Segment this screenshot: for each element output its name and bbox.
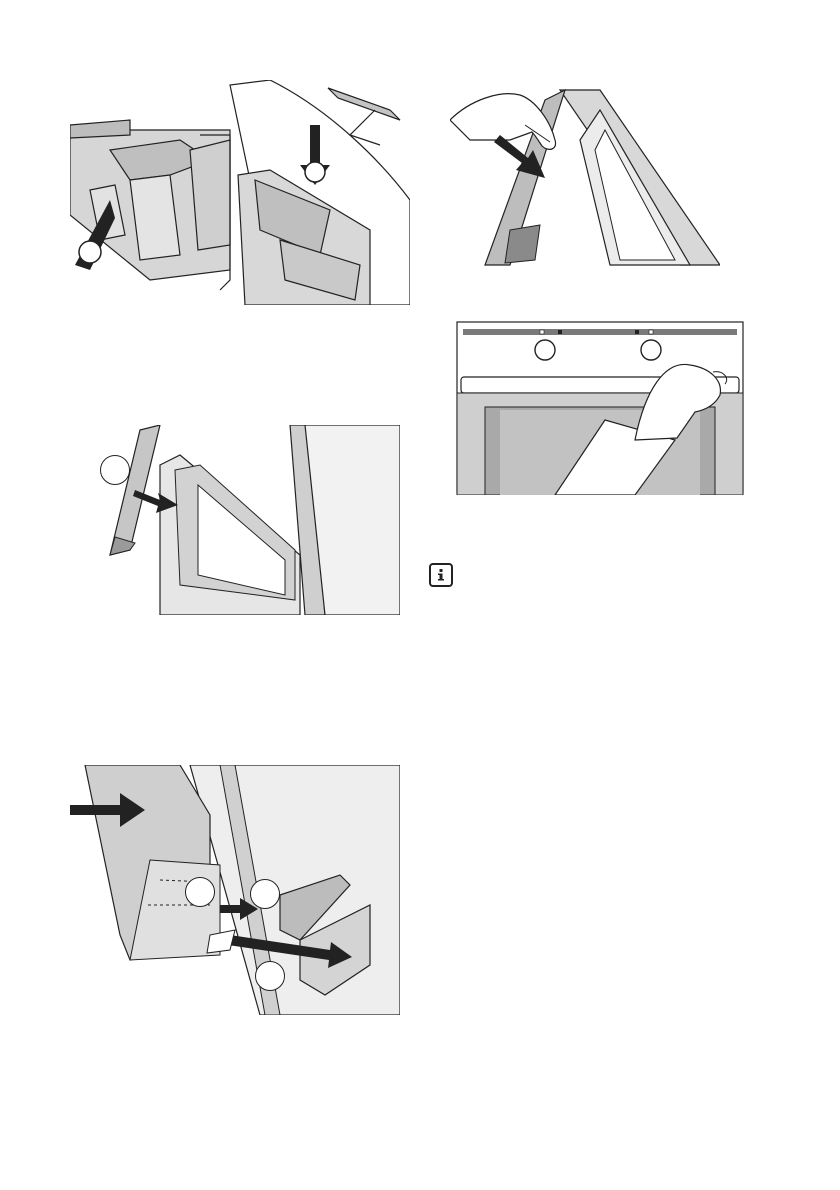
info-icon xyxy=(429,563,453,587)
figure-lift-trim xyxy=(450,80,720,270)
figure-oven-door-close xyxy=(455,320,745,495)
oven-front-illustration xyxy=(455,320,745,495)
figure-clip-release xyxy=(70,80,410,305)
figure-remove-trim xyxy=(100,425,400,615)
install-trim-illustration xyxy=(70,765,400,1015)
step-callout-d xyxy=(255,961,285,991)
lift-trim-illustration xyxy=(450,80,720,270)
step-callout-a xyxy=(100,455,130,485)
step-callout-c xyxy=(250,879,280,909)
step-callout-b xyxy=(185,877,215,907)
remove-trim-illustration xyxy=(100,425,400,615)
figure-install-trim xyxy=(70,765,400,1015)
clip-release-illustration xyxy=(70,80,410,305)
